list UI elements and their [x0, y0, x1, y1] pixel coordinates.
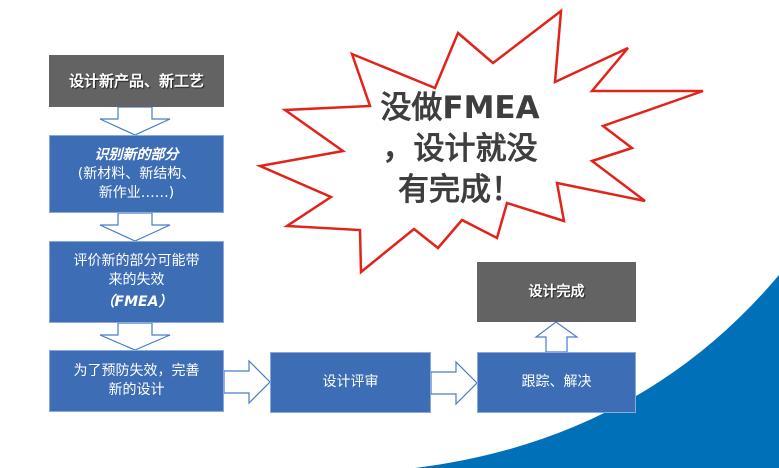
right-arrow-2	[430, 360, 478, 406]
down-arrow-1	[99, 106, 171, 136]
callout-line: ，设计就没	[382, 131, 538, 167]
step-design-review: 设计评审	[270, 352, 431, 413]
step-new-product: 设计新产品、新工艺	[49, 55, 224, 107]
step-evaluate-failures: 评价新的部分可能带 来的失效 （FMEA）	[49, 241, 224, 323]
up-arrow	[534, 321, 579, 353]
down-arrow-3	[99, 322, 171, 351]
step-design-complete: 设计完成	[477, 262, 636, 322]
step-label: 新的设计	[108, 382, 165, 398]
starburst-callout	[255, 8, 704, 275]
step-title: 识别新的部分	[94, 146, 179, 163]
step-label: 评价新的部分可能带	[73, 253, 200, 269]
callout-line: 有完成！	[398, 172, 522, 208]
step-label: 来的失效	[108, 272, 165, 288]
step-label: 设计完成	[528, 283, 585, 300]
step-label: 为了预防失效，完善	[73, 363, 200, 379]
step-prevent-failures: 为了预防失效，完善 新的设计	[49, 350, 224, 412]
step-label: 设计新产品、新工艺	[68, 71, 204, 90]
blue-corner-swoosh	[415, 275, 779, 468]
right-arrow-1	[223, 359, 271, 405]
step-detail: (新材料、新结构、	[77, 165, 196, 182]
step-fmea: （FMEA）	[100, 294, 173, 310]
down-arrow-2	[99, 212, 171, 242]
step-track-resolve: 跟踪、解决	[477, 352, 636, 413]
callout-text: 没做FMEA ，设计就没 有完成！	[355, 88, 565, 211]
step-identify-new-parts: 识别新的部分 (新材料、新结构、 新作业……)	[49, 135, 224, 213]
callout-line: 没做FMEA	[380, 90, 540, 126]
step-label: 设计评审	[322, 374, 379, 390]
step-detail: 新作业……)	[98, 184, 175, 201]
step-label: 跟踪、解决	[521, 374, 592, 390]
